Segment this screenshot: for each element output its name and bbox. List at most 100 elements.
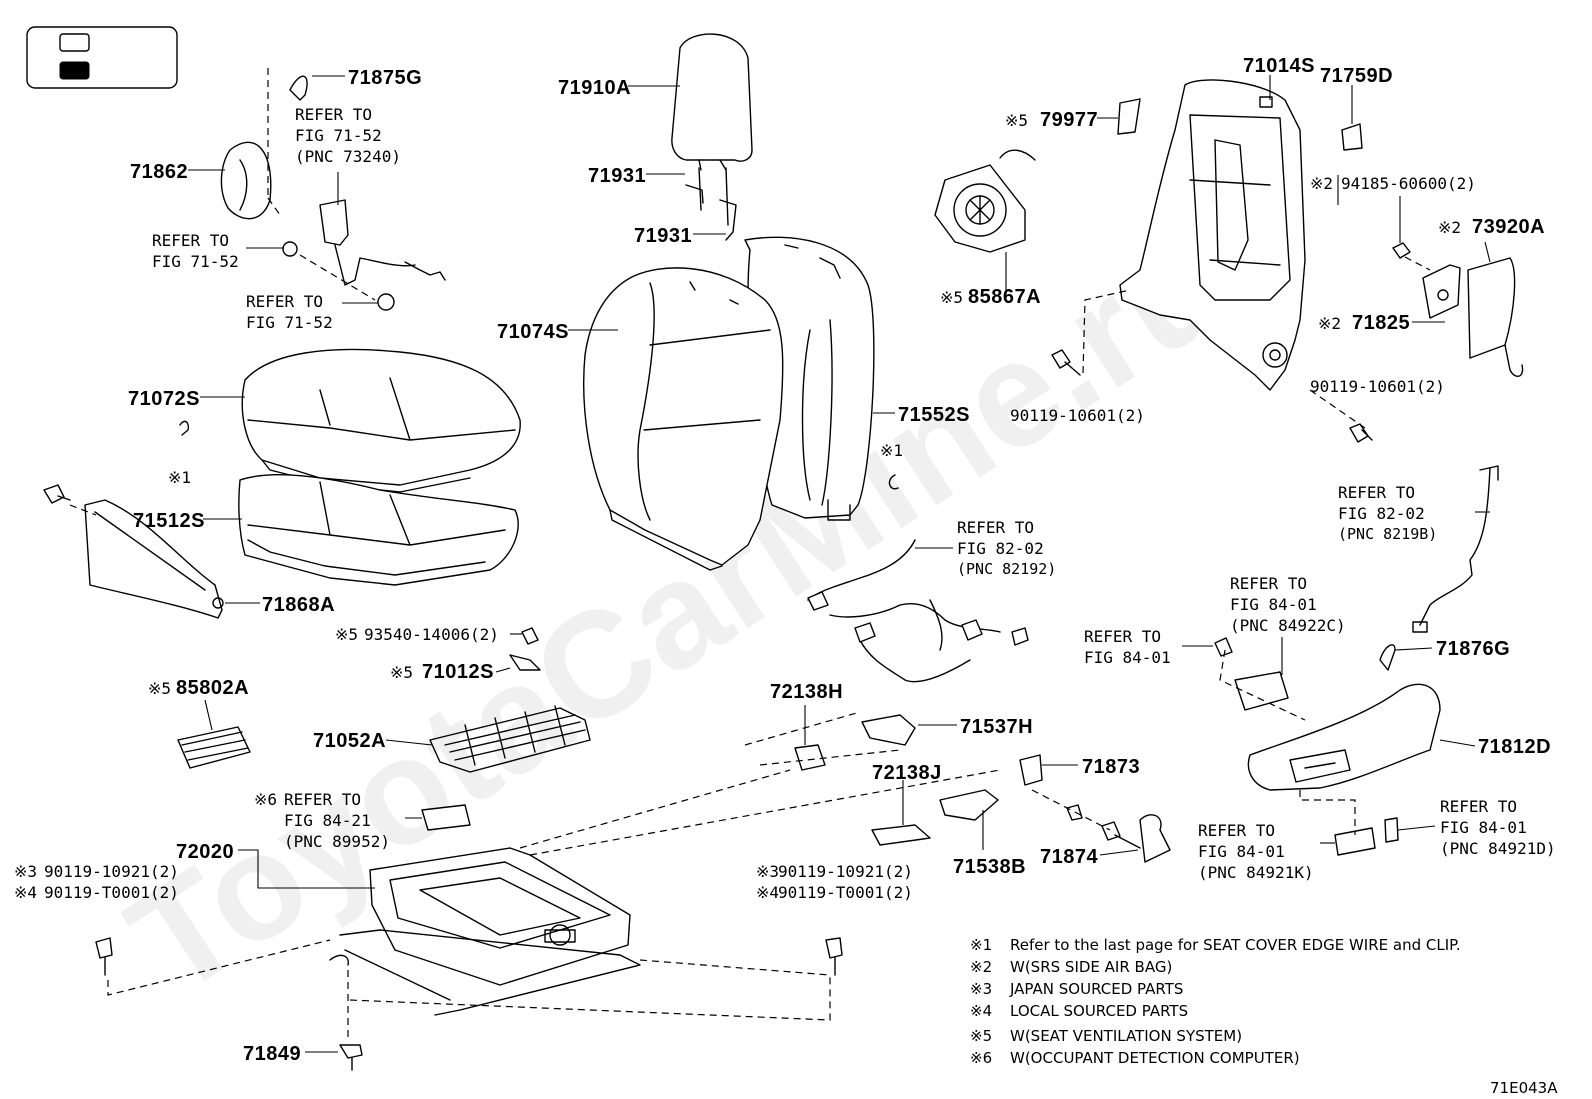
cap-icon bbox=[1341, 123, 1363, 151]
buckle-cover-drawing bbox=[220, 141, 272, 220]
mark-5: ※5 bbox=[940, 288, 963, 307]
seat-spring-drawing bbox=[429, 705, 591, 773]
part-label-71552S: 71552S bbox=[898, 404, 970, 426]
reference-fig-84-01[interactable]: REFER TO FIG 84-01 bbox=[1084, 627, 1171, 667]
part-label-71876G: 71876G bbox=[1436, 638, 1510, 660]
svg-text:FIG 82-02: FIG 82-02 bbox=[957, 539, 1044, 558]
seat-back-cover-drawing bbox=[583, 267, 784, 571]
legend-mark: ※6 bbox=[970, 1049, 992, 1067]
reference-pnc-82192[interactable]: REFER TO FIG 82-02 (PNC 82192) bbox=[957, 518, 1056, 578]
bolt-icon bbox=[339, 1044, 363, 1071]
part-label-71931: 71931 bbox=[634, 225, 692, 247]
cover-piece-drawing bbox=[1379, 644, 1396, 671]
seatbelt-buckle-drawing bbox=[282, 199, 446, 311]
part-label-72138H: 72138H bbox=[770, 681, 843, 703]
mark-2: ※2 bbox=[1318, 314, 1341, 333]
small-clip-icon bbox=[509, 627, 541, 671]
reference-pnc-89952[interactable]: ※6 REFER TO FIG 84-21 (PNC 89952) bbox=[254, 790, 390, 851]
reference-pnc-84921K[interactable]: REFER TO FIG 84-01 (PNC 84921K) bbox=[1198, 821, 1314, 882]
svg-text:FIG 84-21: FIG 84-21 bbox=[284, 811, 371, 830]
seat-cushion-pad-drawing bbox=[238, 474, 519, 586]
mark-3: ※3 bbox=[14, 862, 37, 881]
airbag-drawing bbox=[1467, 257, 1524, 377]
reference-fig-71-52[interactable]: REFER TO FIG 71-52 bbox=[152, 231, 239, 271]
legend-mark: ※2 bbox=[970, 958, 992, 976]
legend-text: Refer to the last page for SEAT COVER ED… bbox=[1010, 936, 1461, 954]
part-label-71849: 71849 bbox=[243, 1043, 301, 1065]
svg-text:REFER TO: REFER TO bbox=[246, 292, 323, 311]
legend-text: W(OCCUPANT DETECTION COMPUTER) bbox=[1010, 1049, 1300, 1067]
svg-text:FIG 84-01: FIG 84-01 bbox=[1084, 648, 1171, 667]
occupant-computer-drawing bbox=[421, 804, 471, 831]
part-label-71012S: 71012S bbox=[422, 661, 494, 683]
part-label-71538B: 71538B bbox=[953, 856, 1026, 878]
svg-text:(PNC 89952): (PNC 89952) bbox=[284, 832, 390, 851]
mark-6: ※6 bbox=[254, 790, 277, 809]
clip-screw-icon bbox=[43, 484, 71, 504]
clip-icon bbox=[888, 474, 899, 490]
mark-2: ※2 bbox=[1310, 174, 1333, 193]
part-label-71875G: 71875G bbox=[348, 67, 422, 89]
part-label-71931: 71931 bbox=[588, 165, 646, 187]
reference-pnc-84921D[interactable]: REFER TO FIG 84-01 (PNC 84921D) bbox=[1440, 797, 1556, 858]
part-label-71537H: 71537H bbox=[960, 716, 1033, 738]
ventilation-fan-drawing bbox=[934, 149, 1036, 253]
orientation-box-icon bbox=[26, 26, 178, 89]
reference-fig-71-52[interactable]: REFER TO FIG 71-52 bbox=[246, 292, 333, 332]
mark-5: ※5 bbox=[148, 679, 171, 698]
legend-text: JAPAN SOURCED PARTS bbox=[1009, 980, 1183, 998]
part-label-71873: 71873 bbox=[1082, 756, 1140, 778]
mark-4: ※4 bbox=[14, 883, 37, 902]
part-label-71759D: 71759D bbox=[1320, 65, 1393, 87]
legend-text: W(SEAT VENTILATION SYSTEM) bbox=[1010, 1027, 1242, 1045]
svg-text:FIG 71-52: FIG 71-52 bbox=[152, 252, 239, 271]
svg-text:REFER TO: REFER TO bbox=[295, 105, 372, 124]
legend-text: LOCAL SOURCED PARTS bbox=[1010, 1002, 1188, 1020]
part-label-71072S: 71072S bbox=[128, 388, 200, 410]
part-label-73920A: 73920A bbox=[1472, 216, 1545, 238]
svg-text:FIG 82-02: FIG 82-02 bbox=[1338, 504, 1425, 523]
svg-text:REFER TO: REFER TO bbox=[1338, 483, 1415, 502]
part-label-71074S: 71074S bbox=[497, 321, 569, 343]
bolt-icon bbox=[1214, 637, 1233, 657]
legend-mark: ※4 bbox=[970, 1002, 992, 1020]
legend-mark: ※1 bbox=[970, 936, 992, 954]
svg-text:FIG 84-01: FIG 84-01 bbox=[1230, 595, 1317, 614]
cushion-side-shield-drawing bbox=[84, 499, 224, 619]
legend-mark: ※5 bbox=[970, 1027, 992, 1045]
part-label-90119-T0001: 90119-T0001(2) bbox=[778, 883, 913, 902]
legend: ※1 Refer to the last page for SEAT COVER… bbox=[970, 936, 1461, 1067]
part-label-85867A: 85867A bbox=[968, 286, 1041, 308]
bracket-drawing bbox=[861, 714, 916, 746]
mark-5: ※5 bbox=[390, 663, 413, 682]
bolt-icon bbox=[95, 937, 113, 976]
diagram-code: 71E043A bbox=[1490, 1079, 1558, 1097]
svg-text:REFER TO: REFER TO bbox=[1230, 574, 1307, 593]
knob-drawing bbox=[1334, 827, 1376, 856]
side-wire-harness-drawing bbox=[1412, 465, 1499, 633]
mark-1: ※1 bbox=[880, 441, 903, 460]
leader-lines bbox=[188, 75, 1491, 1053]
mark-4: ※4 bbox=[756, 883, 779, 902]
mark-5: ※5 bbox=[1005, 111, 1028, 130]
mark-1: ※1 bbox=[168, 468, 191, 487]
mark-2: ※2 bbox=[1438, 218, 1461, 237]
svg-text:FIG 84-01: FIG 84-01 bbox=[1440, 818, 1527, 837]
buckle-upper-cover-drawing bbox=[289, 75, 308, 101]
part-label-79977: 79977 bbox=[1040, 109, 1098, 131]
reference-pnc-84922C[interactable]: REFER TO FIG 84-01 (PNC 84922C) bbox=[1230, 574, 1346, 635]
part-label-71862: 71862 bbox=[130, 161, 188, 183]
part-label-90119-T0001: 90119-T0001(2) bbox=[44, 883, 179, 902]
svg-text:REFER TO: REFER TO bbox=[1084, 627, 1161, 646]
reference-pnc-8219B[interactable]: REFER TO FIG 82-02 (PNC 8219B) bbox=[1338, 483, 1437, 543]
svg-text:FIG 71-52: FIG 71-52 bbox=[295, 126, 382, 145]
bolt-icon bbox=[1349, 423, 1373, 443]
part-label-72020: 72020 bbox=[176, 841, 234, 863]
bracket-drawing bbox=[794, 744, 826, 771]
mark-5: ※5 bbox=[335, 625, 358, 644]
part-label-71825: 71825 bbox=[1352, 312, 1410, 334]
vent-pad-drawing bbox=[177, 726, 251, 769]
reference-pnc-73240[interactable]: REFER TO FIG 71-52 (PNC 73240) bbox=[295, 105, 401, 166]
nut-icon bbox=[1392, 242, 1411, 259]
